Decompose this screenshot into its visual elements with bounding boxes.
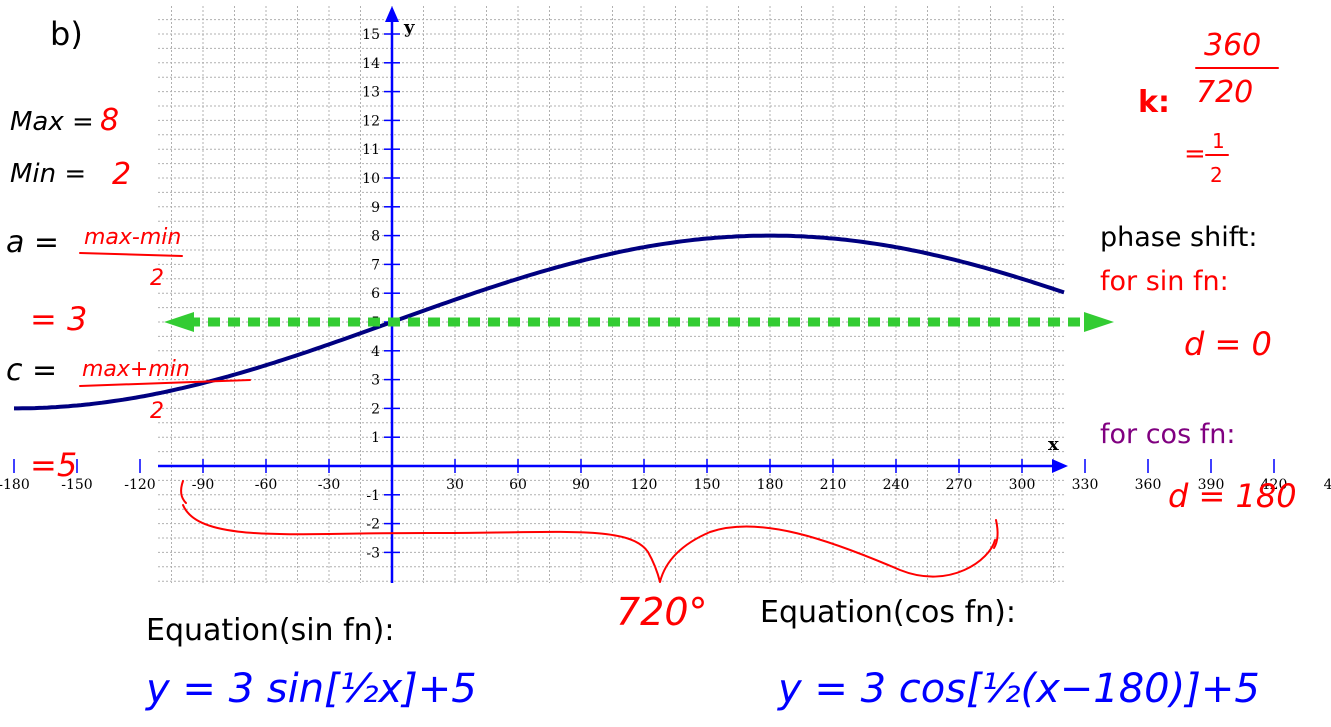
y-tick-label: -2 xyxy=(366,517,380,533)
cos-equation-heading: Equation(cos fn): xyxy=(760,595,1016,630)
c-fraction-bar xyxy=(79,379,251,387)
y-tick-label: 6 xyxy=(371,286,380,302)
y-tick-label: -1 xyxy=(366,488,380,504)
axes xyxy=(13,6,1275,583)
a-formula-denominator: 2 xyxy=(150,266,164,291)
series xyxy=(14,233,1114,411)
phase-shift-heading: phase shift: xyxy=(1100,222,1257,253)
y-tick-label: 2 xyxy=(371,401,380,417)
k-label: k: xyxy=(1138,85,1170,120)
y-tick-label: 15 xyxy=(362,27,380,43)
period-tick-right xyxy=(993,519,999,549)
x-tick-label: -180 xyxy=(0,477,30,493)
x-tick-label: 180 xyxy=(757,477,784,493)
x-axis-label: x xyxy=(1048,434,1059,455)
d-sin-value: d = 0 xyxy=(1184,325,1272,363)
y-tick-label: 8 xyxy=(371,229,380,245)
x-tick-label: -90 xyxy=(192,477,215,493)
y-axis-arrow xyxy=(385,6,399,22)
x-axis-arrow xyxy=(1052,459,1068,473)
grid-lines xyxy=(158,6,1066,583)
x-tick-label: 270 xyxy=(946,477,973,493)
y-tick-label: 7 xyxy=(371,257,380,273)
x-tick-label: 120 xyxy=(631,477,658,493)
y-tick-label: 12 xyxy=(362,113,380,129)
c-formula-numerator: max+min xyxy=(82,357,190,382)
c-label: c = xyxy=(6,353,57,388)
a-result: = 3 xyxy=(30,300,87,338)
max-value: 8 xyxy=(100,103,119,138)
a-fraction-bar xyxy=(79,252,183,257)
x-tick-label: 210 xyxy=(820,477,847,493)
midline-arrow-right xyxy=(1084,312,1114,332)
y-tick-label: 14 xyxy=(362,56,380,72)
y-tick-label: 3 xyxy=(371,373,380,389)
y-tick-label: 4 xyxy=(371,344,380,360)
c-formula-denominator: 2 xyxy=(150,399,164,424)
x-tick-label: -60 xyxy=(255,477,278,493)
x-tick-label: 300 xyxy=(1009,477,1036,493)
sin-equation-heading: Equation(sin fn): xyxy=(146,613,394,648)
midline-arrow-left xyxy=(164,312,194,332)
sin-equation: y = 3 sin[½x]+5 xyxy=(145,666,477,712)
y-tick-label: 11 xyxy=(362,142,380,158)
part-label: b) xyxy=(50,15,83,53)
x-tick-label: 150 xyxy=(694,477,721,493)
a-label: a = xyxy=(6,225,59,260)
x-tick-label: 360 xyxy=(1135,477,1162,493)
x-tick-label: -150 xyxy=(61,477,92,493)
sine-curve xyxy=(14,233,1065,411)
y-tick-label: 9 xyxy=(371,200,380,216)
x-tick-label: -30 xyxy=(318,477,341,493)
d-cos-value: d = 180 xyxy=(1168,477,1297,515)
y-axis-label: y xyxy=(403,17,415,38)
x-tick-label: 30 xyxy=(446,477,464,493)
y-tick-label: 1 xyxy=(371,430,380,446)
x-tick-label: 240 xyxy=(883,477,910,493)
period-value: 720° xyxy=(616,590,708,634)
x-tick-label: 450 xyxy=(1324,477,1331,493)
k-numerator: 360 xyxy=(1204,28,1261,63)
y-tick-label: 13 xyxy=(362,85,380,101)
a-formula-numerator: max-min xyxy=(84,225,181,250)
cos-fn-heading: for cos fn: xyxy=(1100,419,1235,450)
min-value: 2 xyxy=(112,157,131,192)
y-tick-label: 10 xyxy=(362,171,380,187)
x-tick-label: 90 xyxy=(572,477,590,493)
min-label: Min = xyxy=(10,159,86,189)
period-brace xyxy=(182,504,996,583)
x-tick-label: 330 xyxy=(1072,477,1099,493)
x-tick-label: 420 xyxy=(1261,477,1288,493)
y-tick-label: -3 xyxy=(366,545,380,561)
c-result: =5 xyxy=(30,446,77,484)
x-tick-label: 390 xyxy=(1198,477,1225,493)
period-tick-left xyxy=(180,480,187,504)
x-tick-label: 60 xyxy=(509,477,527,493)
max-label: Max = xyxy=(10,107,94,137)
cos-equation: y = 3 cos[½(x−180)]+5 xyxy=(777,666,1260,712)
k-result-numerator: 1 xyxy=(1212,129,1225,153)
x-tick-label: -120 xyxy=(124,477,155,493)
k-denominator: 720 xyxy=(1196,75,1253,110)
k-result-equals: = xyxy=(1184,139,1206,169)
sin-fn-heading: for sin fn: xyxy=(1100,266,1229,297)
k-result-denominator: 2 xyxy=(1210,163,1223,187)
